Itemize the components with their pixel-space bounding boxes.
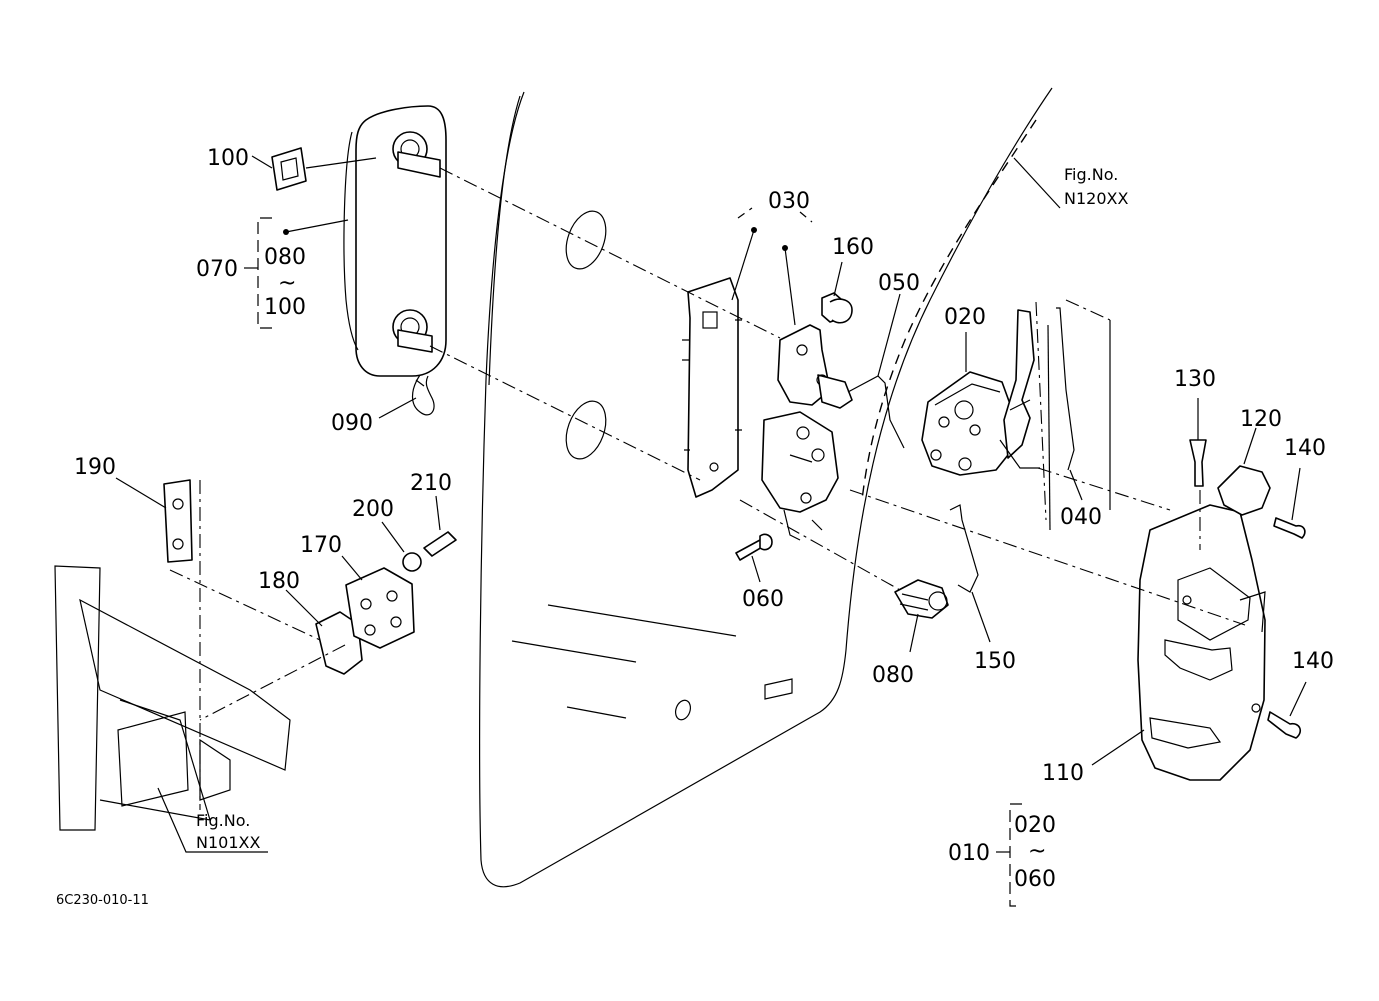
label-070: 070 [196, 257, 238, 282]
screw-140-lower [1267, 711, 1302, 739]
washer-200 [402, 552, 422, 572]
label-070-to: 100 [264, 295, 306, 320]
rod-050 [847, 375, 905, 449]
label-070-tilde: ~ [278, 271, 296, 296]
label-010: 010 [948, 841, 990, 866]
cab-frame [54, 565, 291, 831]
label-070-from: 080 [264, 245, 306, 270]
inner-handle-070 [343, 105, 447, 377]
rod-150 [949, 504, 979, 593]
label-010-from: 020 [1014, 813, 1056, 838]
remote-plate-030 [682, 277, 853, 541]
bezel-100 [271, 147, 307, 191]
label-160: 160 [832, 235, 874, 260]
bolt-160 [821, 292, 853, 324]
screw-140-upper [1273, 517, 1306, 539]
bolt-210 [423, 531, 457, 557]
latch-020 [921, 309, 1040, 476]
label-010-tilde: ~ [1028, 839, 1046, 864]
striker-190 [163, 479, 193, 563]
label-080: 080 [872, 663, 914, 688]
label-090: 090 [331, 411, 373, 436]
plate-170 [345, 567, 415, 649]
label-030: 030 [768, 189, 810, 214]
shim-180 [315, 611, 363, 675]
label-180: 180 [258, 569, 300, 594]
label-210: 210 [410, 471, 452, 496]
label-130: 130 [1174, 367, 1216, 392]
label-120: 120 [1240, 407, 1282, 432]
fig-ref-top-line1: Fig.No. [1064, 165, 1118, 184]
label-140-lower: 140 [1292, 649, 1334, 674]
label-100: 100 [207, 146, 249, 171]
cap-120 [1217, 465, 1271, 516]
label-050: 050 [878, 271, 920, 296]
striker-assembly [163, 479, 457, 675]
fig-ref-bottom-line1: Fig.No. [196, 811, 250, 830]
lock-cylinder-080 [894, 579, 949, 619]
label-170: 170 [300, 533, 342, 558]
pin-130 [1189, 439, 1207, 487]
fig-ref-top-line2: N120XX [1064, 189, 1128, 208]
label-150: 150 [974, 649, 1016, 674]
screw-060 [735, 533, 773, 561]
door-panel [479, 87, 1053, 888]
label-190: 190 [74, 455, 116, 480]
outer-handle-110 [1137, 504, 1266, 781]
label-040: 040 [1060, 505, 1102, 530]
label-200: 200 [352, 497, 394, 522]
assembly-lines [169, 167, 1246, 810]
label-110: 110 [1042, 761, 1084, 786]
fig-ref-bottom-line2: N101XX [196, 833, 260, 852]
leader-lines [115, 155, 1307, 907]
part-labels: 100 070 080 ~ 100 090 030 160 050 020 04… [56, 146, 1334, 908]
label-060: 060 [742, 587, 784, 612]
label-140-upper: 140 [1284, 436, 1326, 461]
label-020: 020 [944, 305, 986, 330]
clip-090 [411, 374, 435, 416]
rod-040 [1056, 307, 1075, 471]
drawing-code: 6C230-010-11 [56, 893, 149, 908]
label-010-to: 060 [1014, 867, 1056, 892]
